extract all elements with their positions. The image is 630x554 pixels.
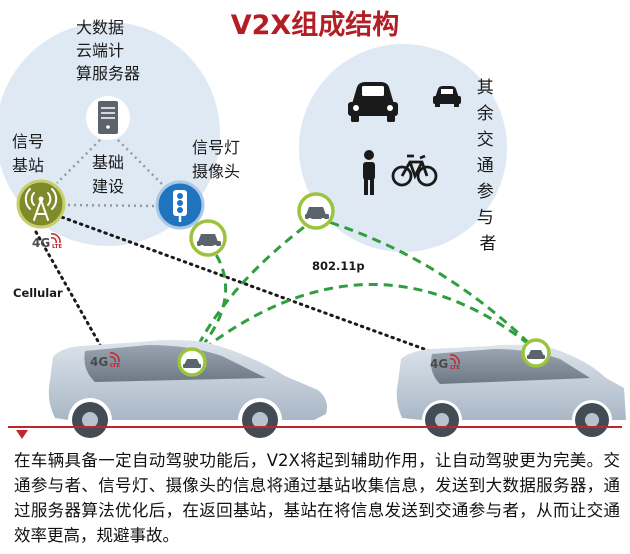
car-right-4g-badge: 4G LTE: [430, 354, 460, 371]
base-station-label: 信号 基站: [12, 132, 49, 175]
svg-text:4G: 4G: [32, 236, 50, 250]
caption-text: 在车辆具备一定自动驾驶功能后，V2X将起到辅助作用，让自动驾驶更为完美。交通参与…: [14, 451, 620, 545]
antenna-icon: [24, 188, 58, 221]
traffic-light-label: 信号灯 摄像头: [192, 138, 245, 181]
base-station-4g-badge: 4G LTE: [32, 233, 62, 250]
server-label: 大数据 云端计 算服务器: [76, 18, 140, 83]
traffic-light-icon: [173, 190, 187, 222]
traffic-light-node: [155, 180, 205, 230]
car-small-icon: [433, 86, 461, 107]
pedestrian-icon: [363, 150, 375, 195]
infrastructure-label: 基础 建设: [92, 153, 129, 196]
car-icon: [527, 350, 545, 359]
v2x-node-traffic: [189, 219, 227, 257]
v2x-node-participants: [297, 192, 335, 230]
server-icon: [98, 101, 118, 134]
caption-box: 在车辆具备一定自动驾驶功能后，V2X将起到辅助作用，让自动驾驶更为完美。交通参与…: [8, 426, 622, 548]
svg-text:LTE: LTE: [110, 363, 120, 369]
wifi-label: 802.11p: [312, 259, 365, 273]
svg-text:4G: 4G: [90, 355, 108, 369]
svg-text:LTE: LTE: [450, 365, 460, 371]
participants-label: 其 余 交 通 参 与 者: [477, 78, 499, 254]
car-icon: [183, 359, 201, 368]
v2x-node-car-right: [521, 338, 551, 368]
signal-icon: [449, 354, 460, 365]
svg-text:LTE: LTE: [52, 244, 62, 250]
car-left-4g-badge: 4G LTE: [90, 352, 120, 369]
server-node: [86, 96, 130, 140]
cellular-label: Cellular: [13, 286, 63, 300]
caption-marker-icon: [16, 430, 28, 439]
signal-icon: [109, 352, 120, 363]
v2x-node-car-left: [177, 347, 207, 377]
infrastructure-links: [56, 139, 166, 208]
svg-text:4G: 4G: [430, 357, 448, 371]
car-front-icon: [348, 82, 398, 122]
signal-icon: [50, 233, 61, 244]
bicycle-icon: [391, 154, 438, 187]
cellular-links: [34, 213, 448, 359]
vehicle-right: [396, 344, 626, 437]
car-icon: [305, 207, 329, 222]
base-station-node: [16, 179, 66, 229]
page-title: V2X组成结构: [231, 9, 400, 41]
car-icon: [197, 234, 221, 249]
